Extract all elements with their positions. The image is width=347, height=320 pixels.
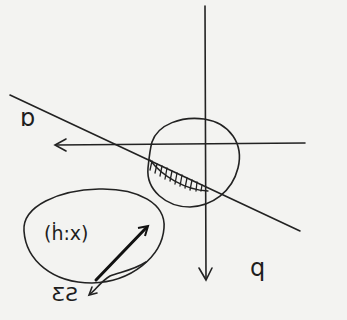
- circle-region: [148, 118, 240, 207]
- handwritten-label: q: [250, 256, 265, 280]
- ellipse-outline: [14, 186, 172, 286]
- leader-arrowhead: [89, 287, 97, 295]
- axis-arrowhead: [199, 268, 212, 280]
- handwritten-label: ɒ: [20, 106, 35, 130]
- diagonal-line: [10, 95, 300, 231]
- axis-arrowhead: [55, 139, 66, 151]
- horizontal-axis: [56, 143, 305, 145]
- ellipse-node: (ḣ:x): [14, 186, 172, 286]
- hatched-region: [150, 160, 208, 191]
- node-text: (ḣ:x): [44, 224, 89, 243]
- vertical-axis: [205, 6, 206, 278]
- handwritten-label: ƸƧ: [52, 284, 78, 304]
